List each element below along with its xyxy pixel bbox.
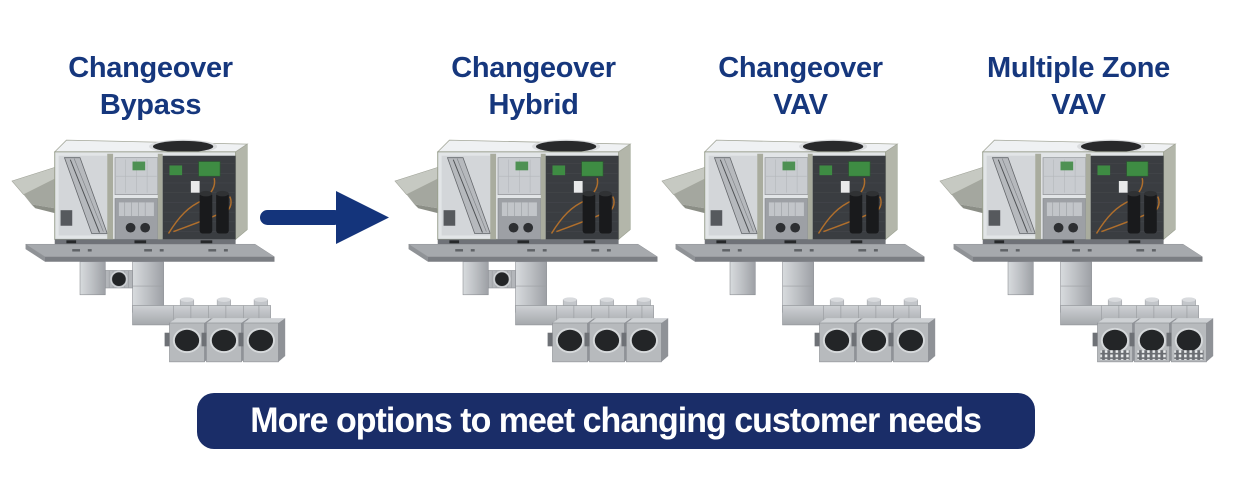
transition-arrow [256,189,391,247]
right-arrow-icon [260,191,389,244]
unit-title-line2: VAV [1051,89,1106,121]
unit-column-changeover-hybrid: Changeover Hybrid [391,50,676,366]
unit-title-line2: Bypass [99,89,202,121]
caption-banner: More options to meet changing customer n… [197,393,1035,449]
unit-title-changeover-vav: Changeover VAV [658,50,943,124]
rooftop-unit-image [393,138,675,366]
rooftop-unit-image [660,138,942,366]
unit-title-line2: VAV [773,89,828,121]
unit-title-changeover-hybrid: Changeover Hybrid [391,50,676,124]
unit-title-line1: Changeover [68,52,233,84]
rooftop-unit-image [10,138,292,366]
unit-column-multiple-zone-vav: Multiple Zone VAV [936,50,1221,366]
unit-title-line2: Hybrid [488,89,579,121]
unit-column-changeover-vav: Changeover VAV [658,50,943,366]
unit-title-line1: Multiple Zone [987,52,1170,84]
unit-title-line1: Changeover [451,52,616,84]
unit-column-changeover-bypass: Changeover Bypass [8,50,293,366]
caption-text: More options to meet changing customer n… [250,401,983,440]
unit-title-line1: Changeover [718,52,883,84]
unit-title-changeover-bypass: Changeover Bypass [8,50,293,124]
unit-title-multiple-zone-vav: Multiple Zone VAV [936,50,1221,124]
rooftop-unit-image [938,138,1220,366]
